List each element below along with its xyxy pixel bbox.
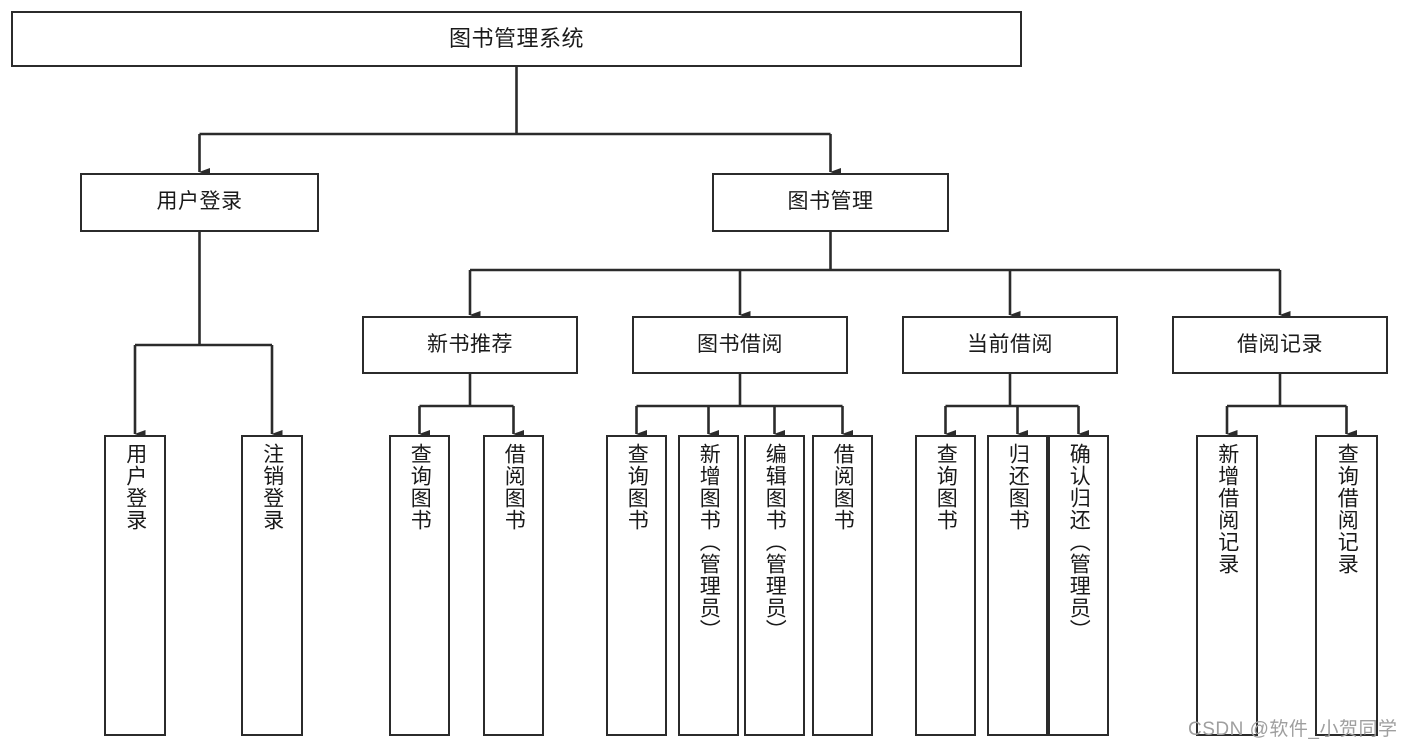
node-root-label: 图书管理系统 <box>448 26 584 52</box>
leaf-query-book-3[interactable]: 查询图书 <box>915 435 976 736</box>
leaf-add-book[interactable]: 新增图书（管理员） <box>678 435 739 736</box>
leaf-query-borrow-record-label: 查询借阅记录 <box>1335 443 1359 575</box>
leaf-return-book-label: 归还图书 <box>1006 443 1030 531</box>
leaf-edit-book[interactable]: 编辑图书（管理员） <box>744 435 805 736</box>
leaf-add-borrow-record[interactable]: 新增借阅记录 <box>1196 435 1258 736</box>
leaf-borrow-book-1[interactable]: 借阅图书 <box>483 435 544 736</box>
leaf-query-book-1[interactable]: 查询图书 <box>389 435 450 736</box>
leaf-query-book-1-label: 查询图书 <box>408 443 432 531</box>
leaf-edit-book-label: 编辑图书（管理员） <box>763 443 787 641</box>
node-book-borrow-label: 图书借阅 <box>697 332 783 356</box>
node-user-login-label: 用户登录 <box>156 190 243 214</box>
leaf-user-login-label: 用户登录 <box>123 443 147 531</box>
node-user-login[interactable]: 用户登录 <box>80 173 319 232</box>
leaf-return-book[interactable]: 归还图书 <box>987 435 1048 736</box>
leaf-confirm-return-label: 确认归还（管理员） <box>1067 443 1091 641</box>
leaf-borrow-book-2-label: 借阅图书 <box>831 443 855 531</box>
node-root[interactable]: 图书管理系统 <box>11 11 1022 67</box>
leaf-add-book-label: 新增图书（管理员） <box>697 443 721 641</box>
leaf-user-login[interactable]: 用户登录 <box>104 435 166 736</box>
node-new-book-recommend-label: 新书推荐 <box>427 332 513 356</box>
node-current-borrow[interactable]: 当前借阅 <box>902 316 1118 374</box>
node-borrow-record[interactable]: 借阅记录 <box>1172 316 1388 374</box>
leaf-query-book-2-label: 查询图书 <box>625 443 649 531</box>
leaf-confirm-return[interactable]: 确认归还（管理员） <box>1048 435 1109 736</box>
leaf-user-logout-label: 注销登录 <box>260 443 284 531</box>
leaf-borrow-book-1-label: 借阅图书 <box>502 443 526 531</box>
node-book-borrow[interactable]: 图书借阅 <box>632 316 848 374</box>
node-book-management-label: 图书管理 <box>787 190 874 214</box>
node-current-borrow-label: 当前借阅 <box>967 332 1053 356</box>
watermark: CSDN @软件_小贺同学 <box>1188 719 1398 740</box>
leaf-query-book-3-label: 查询图书 <box>934 443 958 531</box>
leaf-user-logout[interactable]: 注销登录 <box>241 435 303 736</box>
leaf-query-borrow-record[interactable]: 查询借阅记录 <box>1315 435 1378 736</box>
node-book-management[interactable]: 图书管理 <box>712 173 949 232</box>
node-new-book-recommend[interactable]: 新书推荐 <box>362 316 578 374</box>
leaf-add-borrow-record-label: 新增借阅记录 <box>1215 443 1239 575</box>
leaf-borrow-book-2[interactable]: 借阅图书 <box>812 435 873 736</box>
leaf-query-book-2[interactable]: 查询图书 <box>606 435 667 736</box>
node-borrow-record-label: 借阅记录 <box>1237 332 1323 356</box>
